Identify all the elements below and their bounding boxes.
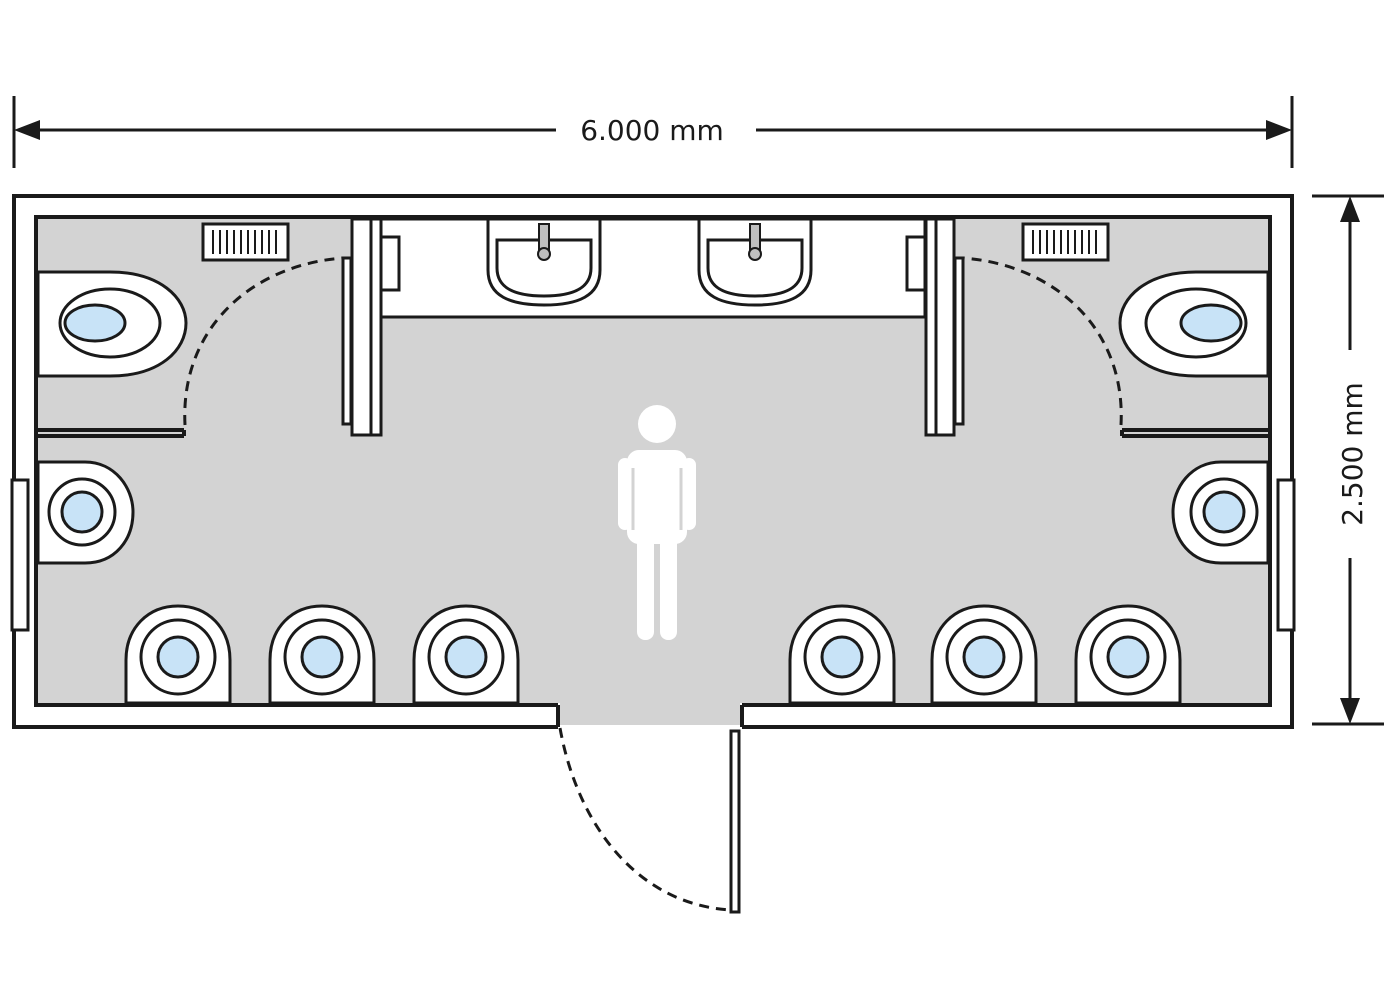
wash-basin-icon: [486, 217, 602, 307]
entrance-door-swing: [558, 727, 732, 912]
urinal-icon: [1074, 604, 1182, 705]
urinal-icon: [788, 604, 896, 705]
toilet-icon: [1118, 270, 1270, 378]
urinal-icon: [412, 604, 520, 705]
window-icon: [10, 478, 30, 632]
left-wc-cubicle: [36, 217, 383, 438]
urinal-icon: [268, 604, 376, 705]
depth-dimension: 2.500 mm: [1312, 194, 1384, 726]
right-wc-cubicle: [924, 217, 1270, 438]
basin-counter: [379, 217, 927, 307]
urinal-row: [124, 604, 1182, 705]
radiator-icon: [201, 222, 290, 262]
entrance-door-leaf: [729, 729, 741, 914]
urinal-icon: [930, 604, 1038, 705]
window-icon: [1276, 478, 1296, 632]
width-dimension: 6.000 mm: [12, 96, 1294, 168]
person-icon: [618, 405, 696, 640]
left-wc-door-swing: [183, 256, 344, 426]
right-wc-door-swing: [962, 256, 1123, 426]
wash-basin-icon: [697, 217, 813, 307]
soap-dispenser-icon: [379, 235, 401, 292]
depth-label: 2.500 mm: [1336, 382, 1369, 526]
soap-dispenser-icon: [905, 235, 927, 292]
toilet-icon: [36, 270, 188, 378]
radiator-icon: [1021, 222, 1110, 262]
right-wall-urinal: [1171, 460, 1296, 632]
width-label: 6.000 mm: [580, 114, 724, 147]
entrance-door: [558, 727, 741, 914]
left-wall-urinal: [10, 460, 135, 632]
outer-walls: [12, 194, 1294, 729]
urinal-icon: [124, 604, 232, 705]
